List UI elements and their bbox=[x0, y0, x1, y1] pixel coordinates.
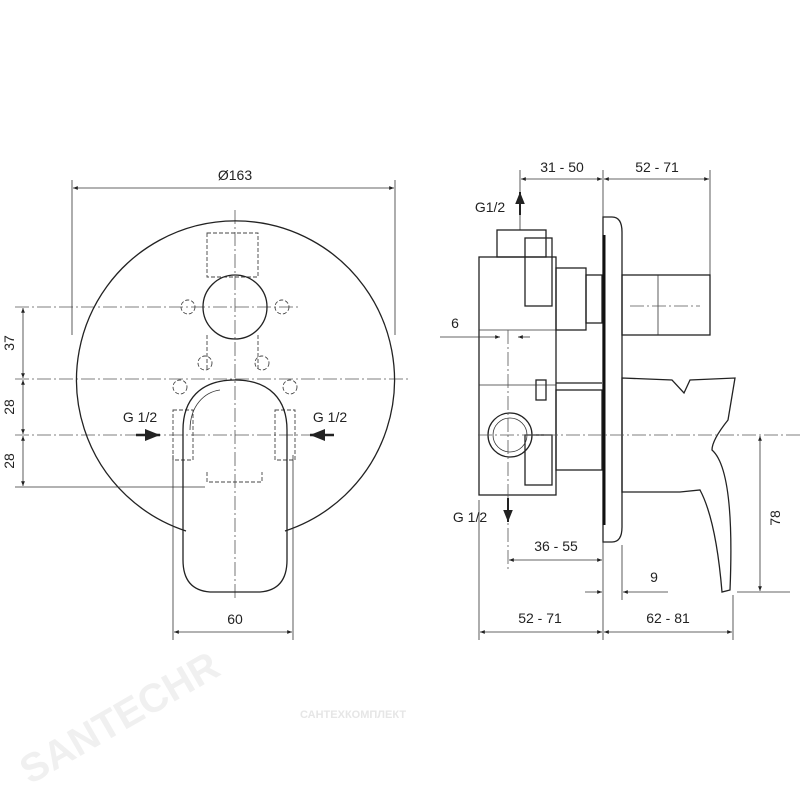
dim-78: 78 bbox=[767, 510, 783, 526]
dim-37: 37 bbox=[1, 335, 17, 351]
dim-9: 9 bbox=[650, 569, 658, 585]
dim-62-81: 62 - 81 bbox=[646, 610, 690, 626]
diameter-label: Ø163 bbox=[218, 167, 252, 183]
watermark-footer: САНТЕХКОМПЛЕКТ bbox=[300, 709, 406, 721]
lever-handle bbox=[182, 379, 288, 593]
dim-28-upper: 28 bbox=[1, 399, 17, 415]
inlet-left-label: G 1/2 bbox=[123, 409, 157, 425]
dim-28-lower: 28 bbox=[1, 453, 17, 469]
outlet-bottom-label: G 1/2 bbox=[453, 509, 487, 525]
spout bbox=[621, 274, 711, 336]
front-view: Ø163 37 28 28 G 1/2 G 1/2 60 bbox=[1, 167, 408, 640]
dim-52-71-bottom: 52 - 71 bbox=[518, 610, 562, 626]
dim-36-55: 36 - 55 bbox=[534, 538, 578, 554]
outlet-top-label: G1/2 bbox=[475, 199, 506, 215]
watermark-diagonal: SANTECHR bbox=[13, 644, 228, 793]
dim-6: 6 bbox=[451, 315, 459, 331]
width-label: 60 bbox=[227, 611, 243, 627]
cover-plate-side bbox=[602, 216, 623, 543]
dim-31-50: 31 - 50 bbox=[540, 159, 584, 175]
lever-side bbox=[621, 377, 736, 593]
side-view: 31 - 50 52 - 71 G1/2 6 G 1/2 36 - 55 bbox=[440, 159, 800, 640]
cover-plate bbox=[75, 220, 396, 532]
outlet-hole bbox=[202, 274, 268, 340]
inlet-right-label: G 1/2 bbox=[313, 409, 347, 425]
dim-52-71-top: 52 - 71 bbox=[635, 159, 679, 175]
mounting-box bbox=[478, 256, 557, 496]
